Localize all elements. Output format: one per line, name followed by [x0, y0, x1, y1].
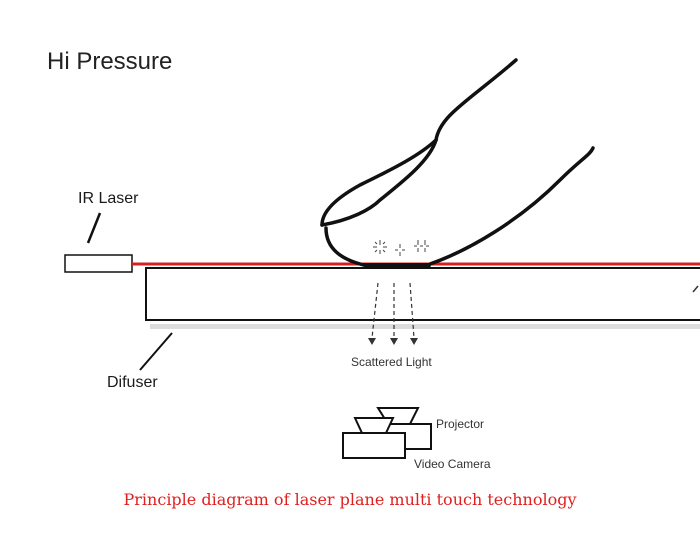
panel-mark — [692, 285, 699, 293]
finger-top-outline — [434, 58, 518, 142]
ir-laser-leader-line — [86, 212, 102, 244]
diagram-title: Hi Pressure — [47, 48, 173, 75]
ir-laser-emitter — [64, 254, 133, 273]
touch-panel — [145, 267, 700, 321]
projector-camera-icon — [342, 407, 432, 459]
ray-right — [409, 282, 415, 339]
diagram-caption: Principle diagram of laser plane multi t… — [123, 490, 577, 509]
scattered-light-rays — [371, 282, 415, 339]
diffuser-layer — [150, 324, 700, 329]
sparkle-3 — [414, 240, 429, 252]
sparkle-2 — [395, 244, 405, 256]
ir-laser-label: IR Laser — [78, 190, 139, 207]
fingernail-bottom — [320, 138, 438, 227]
ray-left — [371, 282, 379, 339]
fingertip-outline — [324, 226, 370, 268]
arrowhead-right — [410, 338, 418, 345]
camera-lens — [353, 417, 395, 434]
difuser-leader-line — [139, 332, 173, 371]
camera-body — [342, 432, 406, 459]
finger-bottom-outline — [428, 146, 595, 266]
arrowhead-left — [368, 338, 376, 345]
finger-illustration — [320, 58, 595, 268]
arrowhead-center — [390, 338, 398, 345]
difuser-label: Difuser — [107, 374, 158, 391]
fingernail-top — [320, 138, 438, 227]
ray-arrowheads — [368, 338, 418, 345]
sparkle-1 — [373, 240, 387, 254]
contact-patch — [362, 263, 432, 268]
projector-label: Projector — [436, 417, 485, 431]
scattered-light-label: Scattered Light — [351, 355, 432, 369]
scatter-sparkles — [373, 240, 429, 256]
video-camera-label: Video Camera — [414, 457, 491, 471]
